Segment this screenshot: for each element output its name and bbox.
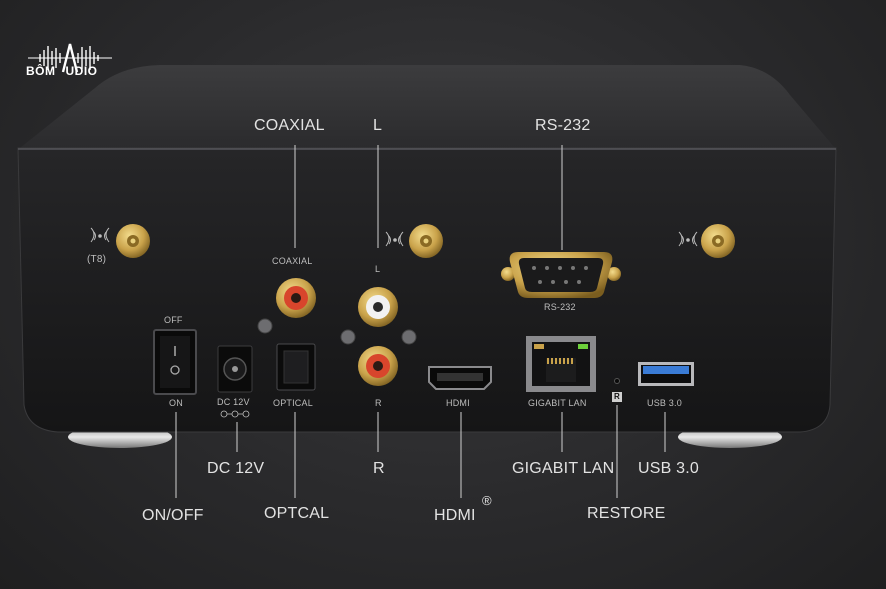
silk-r: R [375, 398, 382, 408]
silk-gigabit-lan: GIGABIT LAN [528, 398, 587, 408]
wifi-icon-right [678, 231, 698, 247]
callout-hdmi: HDMI [434, 507, 476, 524]
callout-dc12v: DC 12V [207, 460, 265, 477]
chassis-top [20, 65, 835, 148]
antenna-connector-right [701, 224, 735, 258]
callout-optcal: OPTCAL [264, 505, 330, 522]
logo-text-left: BÔM [26, 64, 56, 78]
callout-lines [175, 145, 666, 498]
brand-logo: BÔM UDIO [26, 64, 98, 78]
silk-off: OFF [164, 315, 183, 325]
hdmi-port [428, 366, 492, 390]
silk-restore-mark: R [614, 392, 620, 401]
coaxial-rca-jack [276, 278, 316, 318]
left-audio-rca-jack [358, 287, 398, 327]
callout-gigabit-lan: GIGABIT LAN [512, 460, 615, 477]
ethernet-port [526, 336, 596, 392]
callout-usb30: USB 3.0 [638, 460, 699, 477]
callout-on-off: ON/OFF [142, 507, 204, 524]
wifi-icon-left [90, 227, 110, 243]
silk-t8: (T8) [87, 254, 107, 265]
antenna-connector-middle [409, 224, 443, 258]
silk-rs232: RS-232 [544, 302, 576, 312]
callout-restore: RESTORE [587, 505, 666, 522]
silk-optical: OPTICAL [273, 398, 313, 408]
callout-rs232: RS-232 [535, 117, 591, 134]
silk-dc12v: DC 12V [217, 397, 250, 407]
chassis-back-panel [17, 147, 837, 433]
antenna-connector-left [116, 224, 150, 258]
silk-coaxial: COAXIAL [272, 256, 313, 266]
silk-l: L [375, 264, 381, 274]
usb3-port [638, 362, 694, 386]
dc-power-jack [217, 345, 253, 393]
brand-logo-mark [28, 43, 112, 73]
callout-l: L [373, 117, 383, 134]
silk-hdmi: HDMI [446, 398, 470, 408]
rs232-db9-connector [501, 252, 621, 298]
dc-polarity-icon [220, 410, 250, 418]
wifi-icon-middle [385, 231, 404, 247]
logo-text-right: UDIO [65, 64, 98, 78]
restore-pinhole [614, 378, 620, 384]
power-rocker-switch [153, 329, 197, 395]
callout-hdmi-registered: ® [482, 493, 492, 508]
optical-port [276, 343, 316, 391]
callout-r: R [373, 460, 385, 477]
ground-screw [257, 318, 273, 334]
right-audio-rca-jack [358, 346, 398, 386]
silk-on: ON [169, 398, 183, 408]
silk-usb30: USB 3.0 [647, 398, 682, 408]
callout-coaxial: COAXIAL [254, 117, 325, 134]
